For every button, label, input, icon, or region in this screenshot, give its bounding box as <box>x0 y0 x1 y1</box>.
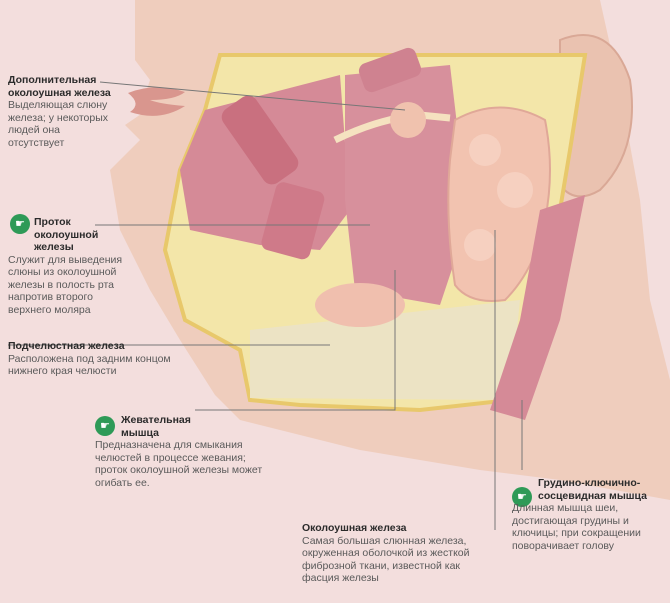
label-description: Предназначена для смыкания челюстей в пр… <box>95 439 263 489</box>
masseter-tendon <box>358 47 422 93</box>
hand-pointer-icon: ☛ <box>512 487 532 507</box>
label-parotid-duct: Проток околоушной железы Служит для выве… <box>8 216 136 316</box>
label-description: Выделяющая слюну железа; у некоторых люд… <box>8 99 109 149</box>
accessory-gland <box>390 102 426 138</box>
label-submandibular: Подчелюстная железа Расположена под задн… <box>8 340 178 378</box>
lips <box>128 87 185 116</box>
label-title: Проток околоушной железы <box>34 216 99 253</box>
submandibular-gland <box>315 283 405 327</box>
lower-fascia <box>250 300 520 400</box>
label-description: Служит для выведения слюны из околоушной… <box>8 253 123 316</box>
leader-accessory-parotid <box>99 81 406 111</box>
label-description: Самая большая слюнная железа, окруженная… <box>302 534 470 585</box>
label-description: Расположена под задним концом нижнего кр… <box>8 352 171 378</box>
label-description: Длинная мышца шеи, достигающая грудины и… <box>512 502 641 552</box>
parotid-lobule <box>464 229 496 261</box>
label-parotid: Околоушная железа Самая большая слюнная … <box>302 522 477 585</box>
zygomatic-muscle-a <box>221 95 299 185</box>
masseter-muscle <box>345 65 460 305</box>
label-accessory-parotid: Дополнительная околоушная железа Выделяю… <box>8 74 118 149</box>
sternocleidomastoid-muscle <box>490 195 585 420</box>
label-masseter: Жевательная мышца Предназначена для смык… <box>95 414 265 489</box>
parotid-lobule <box>469 134 501 166</box>
label-title: Подчелюстная железа <box>8 340 125 352</box>
parotid-lobule <box>497 172 533 208</box>
leader-lines <box>8 81 523 530</box>
label-title: Жевательная мышца <box>121 414 191 439</box>
zygomatic-muscle-b <box>261 182 325 260</box>
label-title: Грудино-ключично-сосцевидная мышца <box>538 477 647 502</box>
hand-pointer-icon: ☛ <box>10 214 30 234</box>
hand-pointer-icon: ☛ <box>95 416 115 436</box>
label-sternocleidomastoid: Грудино-ключично-сосцевидная мышца Длинн… <box>512 477 662 552</box>
label-title: Околоушная железа <box>302 522 407 534</box>
leader-masseter <box>195 270 396 411</box>
label-title: Дополнительная околоушная железа <box>8 74 111 99</box>
